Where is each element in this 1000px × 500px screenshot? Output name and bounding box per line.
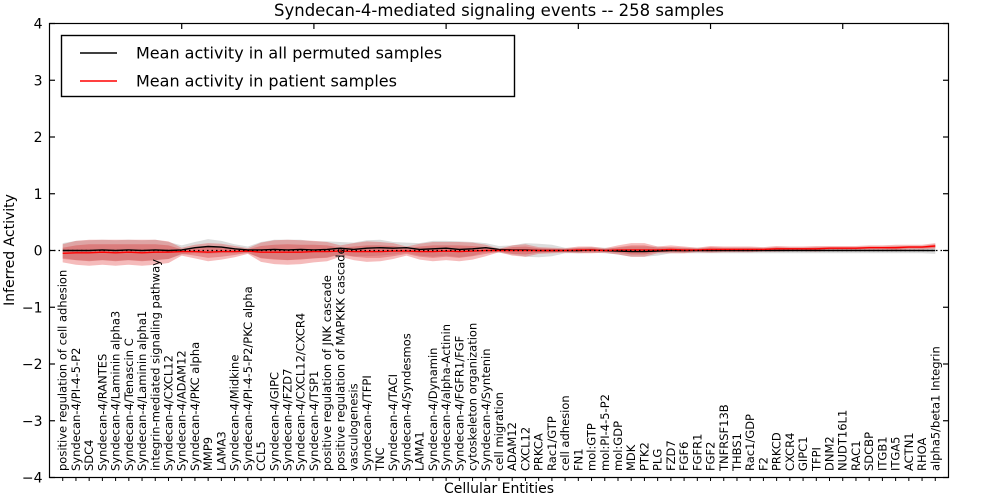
x-tick-label: ITGB1 — [875, 436, 889, 471]
x-tick-label: ADAM12 — [505, 422, 519, 471]
x-tick-label: FZD7 — [664, 440, 678, 471]
x-tick-label: Syndecan-4/TFPI — [360, 375, 374, 471]
y-tick-label: −2 — [22, 357, 43, 373]
x-tick-label: MMP9 — [201, 437, 215, 471]
x-tick-label: cytoskeleton organization — [466, 323, 480, 471]
legend-label-permuted: Mean activity in all permuted samples — [136, 44, 442, 63]
y-axis-label: Inferred Activity — [2, 194, 18, 306]
x-tick-label: FGF2 — [704, 442, 718, 471]
x-tick-label: Syndecan-4/CXCL12/CXCR4 — [294, 313, 308, 471]
x-tick-label: Syndecan-4/TSP1 — [307, 371, 321, 471]
x-tick-label: FGF6 — [677, 442, 691, 471]
x-tick-label: Syndecan-4/PI-4-5-P2 — [69, 348, 83, 471]
legend: Mean activity in all permuted samples Me… — [60, 34, 516, 98]
x-tick-label: PRKCA — [532, 433, 546, 471]
y-tick-label: −1 — [22, 300, 43, 316]
permuted-mean-line — [62, 245, 936, 253]
x-tick-label: CXCR4 — [783, 433, 797, 471]
y-tick-label: −3 — [22, 414, 43, 430]
x-tick-label: RAC1 — [849, 440, 863, 471]
x-tick-label: FGFR1 — [690, 434, 704, 471]
x-tick-label: TFPI — [809, 447, 823, 472]
x-tick-label: ACTN1 — [902, 432, 916, 471]
x-tick-label: Syndecan-4/Laminin alpha1 — [135, 311, 149, 471]
patient-samples-range-outer-band — [62, 239, 936, 266]
patient-samples-range-inner-band — [62, 244, 936, 262]
x-tick-label: Syndecan-4/PKC alpha — [188, 342, 202, 471]
legend-label-patient: Mean activity in patient samples — [136, 72, 397, 91]
y-tick-label: 1 — [34, 187, 43, 203]
patient-mean-line — [62, 245, 936, 254]
x-tick-label: GIPC1 — [796, 436, 810, 471]
x-tick-label: ITGA5 — [889, 436, 903, 471]
x-tick-label: SDCBP — [862, 432, 876, 471]
x-tick-label: positive regulation of JNK cascade — [320, 275, 334, 471]
x-tick-label: mol:GTP — [585, 423, 599, 471]
x-tick-label: Syndecan-4/Midkine — [228, 355, 242, 471]
x-tick-label: integrin-mediated signaling pathway — [148, 259, 162, 471]
x-tick-label: PRKCD — [770, 432, 784, 471]
x-tick-label: LAMA3 — [214, 431, 228, 471]
x-tick-label: Syndecan-4/ADAM12 — [175, 350, 189, 471]
x-tick-label: Syndecan-4/alpha-Actinin — [439, 324, 453, 471]
x-tick-label: FN1 — [571, 448, 585, 471]
x-tick-label: Syndecan-4/Laminin alpha3 — [109, 311, 123, 471]
x-tick-label: positive regulation of MAPKKK cascade — [333, 247, 347, 471]
x-axis-label: Cellular Entities — [444, 481, 554, 497]
x-tick-label: mol:PI-4-5-P2 — [598, 394, 612, 471]
x-tick-label: alpha5/beta1 Integrin — [928, 346, 942, 471]
x-tick-label: F2 — [756, 457, 770, 471]
x-tick-label: Rac1/GTP — [545, 416, 559, 471]
x-tick-label: vasculogenesis — [347, 383, 361, 471]
x-tick-label: Syndecan-4/TACI — [386, 374, 400, 471]
x-tick-label: Syndecan-4/RANTES — [95, 354, 109, 471]
x-tick-label: CCL5 — [254, 441, 268, 471]
x-tick-label: TNFRSF13B — [717, 404, 731, 472]
x-tick-label: NUDT16L1 — [836, 410, 850, 471]
x-tick-label: LAMA1 — [413, 431, 427, 471]
x-tick-label: TNC — [373, 447, 387, 472]
x-tick-label: RHOA — [915, 438, 929, 471]
x-tick-label: cell migration — [492, 392, 506, 471]
x-tick-label: mol:GDP — [611, 421, 625, 471]
chart-title: Syndecan-4-mediated signaling events -- … — [274, 1, 724, 20]
y-tick-label: 3 — [34, 73, 43, 89]
x-tick-label: cell adhesion — [558, 395, 572, 471]
x-tick-label: MDK — [624, 444, 638, 471]
x-tick-label: Syndecan-4/FZD7 — [280, 369, 294, 471]
x-tick-label: Syndecan-4/GIPC — [267, 372, 281, 471]
x-tick-label: positive regulation of cell adhesion — [56, 270, 70, 471]
x-tick-label: Syndecan-4/FGFR1/FGF — [452, 336, 466, 471]
y-tick-label: 2 — [34, 130, 43, 146]
x-tick-label: SDC4 — [82, 439, 96, 471]
y-tick-label: 0 — [34, 244, 43, 260]
x-tick-label: CXCL12 — [518, 427, 532, 471]
x-tick-label: Syndecan-4/Tenascin C — [122, 338, 136, 471]
x-tick-label: Syndecan-4/Syndesmos — [399, 333, 413, 471]
x-tick-label: Rac1/GDP — [743, 414, 757, 471]
x-tick-label: Syndecan-4/PI-4-5-P2/PKC alpha — [241, 286, 255, 471]
x-tick-label: Syndecan-4/Dynamin — [426, 348, 440, 471]
x-tick-label: Syndecan-4/Syntenin — [479, 348, 493, 471]
x-tick-label: DNM2 — [823, 436, 837, 471]
x-tick-label: THBS1 — [730, 433, 744, 472]
y-tick-label: −4 — [22, 471, 43, 487]
x-tick-label: PLG — [651, 449, 665, 471]
x-tick-label: Syndecan-4/CXCL12 — [161, 355, 175, 471]
legend-box — [60, 34, 516, 98]
plot-area: −4 −3 −2 −1 0 1 2 3 4 positive regulation of cell… — [22, 17, 950, 487]
x-tick-label: PTK2 — [637, 442, 651, 471]
y-tick-label: 4 — [34, 17, 43, 33]
